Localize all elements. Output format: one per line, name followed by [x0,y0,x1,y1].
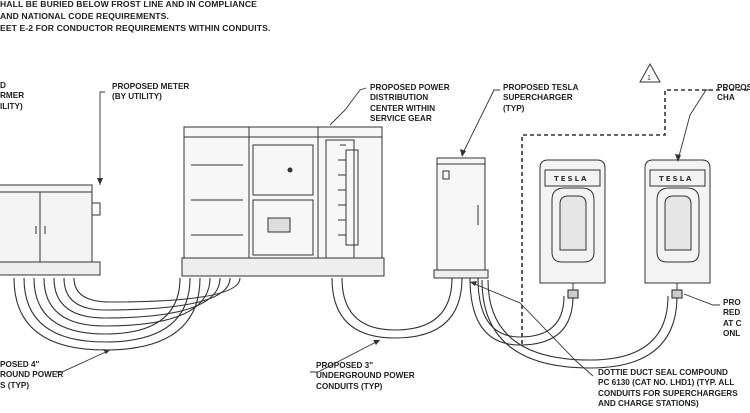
general-note-1: HALL BE BURIED BELOW FROST LINE AND IN C… [0,0,257,9]
conduit-4in-label: POSED 4" ROUND POWER S (TYP) [0,360,64,390]
conduits-3in [331,277,463,339]
service-gear [181,126,385,277]
general-note-3: EET E-2 FOR CONDUCTOR REQUIREMENTS WITHI… [0,23,271,33]
conduit-3in-label: PROPOSED 3" UNDERGROUND POWER CONDUITS (… [316,361,415,391]
charge-station-label: PROPOSED CHA [717,83,750,103]
charge-post-right [644,159,711,296]
meter-label: PROPOSED METER (BY UTILITY) [112,82,190,102]
right-note-label: PRO RED AT C ONL [723,298,742,339]
transformer-label: D RMER ILITY) [0,81,25,111]
supercharger-area-boundary [521,89,750,344]
charge-post-right-brand: TESLA [659,175,693,183]
conduits-4in [13,277,241,351]
conduits-to-posts [469,277,683,369]
revision-number: 1 [647,75,651,82]
transformer [0,184,101,276]
charge-post-left [539,159,606,296]
supercharger-cabinet [433,157,489,279]
revision-triangle [639,62,661,83]
supercharger-label: PROPOSED TESLA SUPERCHARGER (TYP) [503,83,579,113]
breaker-column [338,144,346,236]
general-note-2: AND NATIONAL CODE REQUIREMENTS. [0,11,169,21]
leader-lines [56,87,720,377]
distribution-center-label: PROPOSED POWER DISTRIBUTION CENTER WITHI… [370,83,450,124]
duct-seal-label: DOTTIE DUCT SEAL COMPOUND PC 6130 (CAT N… [598,368,738,409]
charge-post-left-brand: TESLA [554,175,588,183]
